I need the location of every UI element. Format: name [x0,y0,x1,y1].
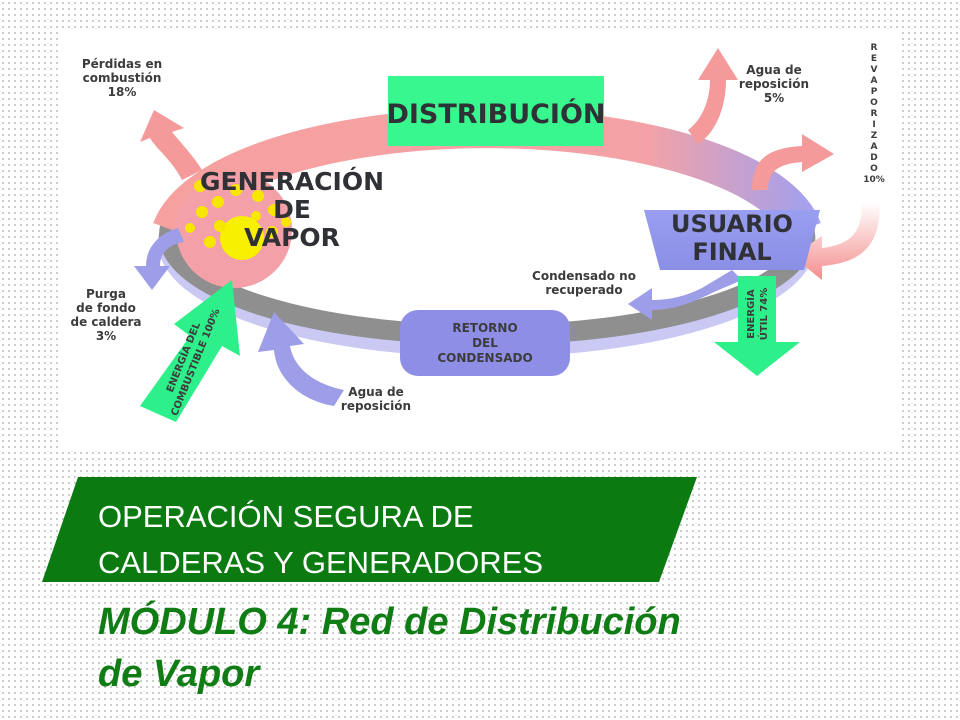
svg-text:I: I [872,120,875,130]
blowdown-label-2: de fondo [76,301,136,315]
condensate-return-box [400,310,570,376]
distribution-box [388,76,604,146]
makeup-bottom-label-2: reposición [341,399,411,413]
return-label-2: DEL [472,336,498,350]
makeup-water-bottom-arrow [258,312,344,406]
condensate-lost-label-1: Condensado no [532,269,636,283]
generation-label-2: DE [273,195,311,224]
combustion-loss-label-3: 18% [108,85,137,99]
makeup-bottom-label-1: Agua de [348,385,403,399]
makeup-top-label-2: reposición [739,77,809,91]
return-label-1: RETORNO [452,321,517,335]
diagram-svg: DISTRIBUCIÓN GENERACIÓN DE VAPOR USUARIO… [71,43,885,422]
condensate-lost-arrow [628,270,742,320]
course-title-line-2: CALDERAS Y GENERADORES [98,545,544,580]
combustion-loss-label-2: combustión [83,71,162,85]
combustion-loss-arrow [140,110,202,180]
useful-energy-label: ENERGÍA ÚTIL 74% [744,288,770,340]
useful-energy-arrow [714,276,800,376]
svg-text:ENERGÍA: ENERGÍA [744,289,757,339]
generation-label-1: GENERACIÓN [200,166,384,196]
blowdown-label-4: 3% [96,329,116,343]
end-user-label-2: FINAL [692,238,771,266]
combustion-loss-label-1: Pérdidas en [82,57,162,71]
generation-label-3: VAPOR [244,223,340,252]
svg-text:R: R [871,43,878,53]
svg-text:O: O [870,164,878,174]
blowdown-label-1: Purga [86,287,126,301]
module-title: MÓDULO 4: Red de Distribución de Vapor [98,596,858,700]
svg-text:D: D [870,153,877,163]
svg-text:A: A [871,76,878,86]
course-title-line-1: OPERACIÓN SEGURA DE [98,499,474,534]
module-title-line-1: MÓDULO 4: Red de Distribución [98,601,681,643]
svg-text:P: P [871,87,878,97]
makeup-water-top-arrow [688,48,738,144]
svg-text:A: A [871,142,878,152]
svg-text:10%: 10% [863,175,885,185]
svg-text:R: R [871,109,878,119]
condensate-lost-label-2: recuperado [545,283,622,297]
svg-text:Z: Z [871,131,878,141]
makeup-top-label-3: 5% [764,91,784,105]
distribution-label: DISTRIBUCIÓN [386,98,605,130]
svg-text:E: E [871,54,877,64]
return-label-3: CONDENSADO [437,351,532,365]
burner-flame [220,216,264,260]
revaporized-out-arrow [752,134,834,190]
fuel-energy-arrow [140,280,240,422]
end-user-box [644,210,820,270]
revaporized-return-arrow [792,202,880,280]
svg-text:V: V [871,65,878,75]
svg-text:ÚTIL 74%: ÚTIL 74% [757,288,770,340]
module-title-line-2: de Vapor [98,653,260,695]
end-user-label-1: USUARIO [671,210,793,238]
revaporized-label: R E V A P O R I Z A D O 10% [863,43,885,185]
blowdown-arrow [134,228,184,290]
blowdown-label-3: de caldera [71,315,142,329]
svg-text:O: O [870,98,878,108]
steam-cycle-diagram: DISTRIBUCIÓN GENERACIÓN DE VAPOR USUARIO… [62,30,902,448]
makeup-top-label-1: Agua de [746,63,801,77]
course-title: OPERACIÓN SEGURA DE CALDERAS Y GENERADOR… [98,494,658,586]
flame-dots [185,180,291,248]
